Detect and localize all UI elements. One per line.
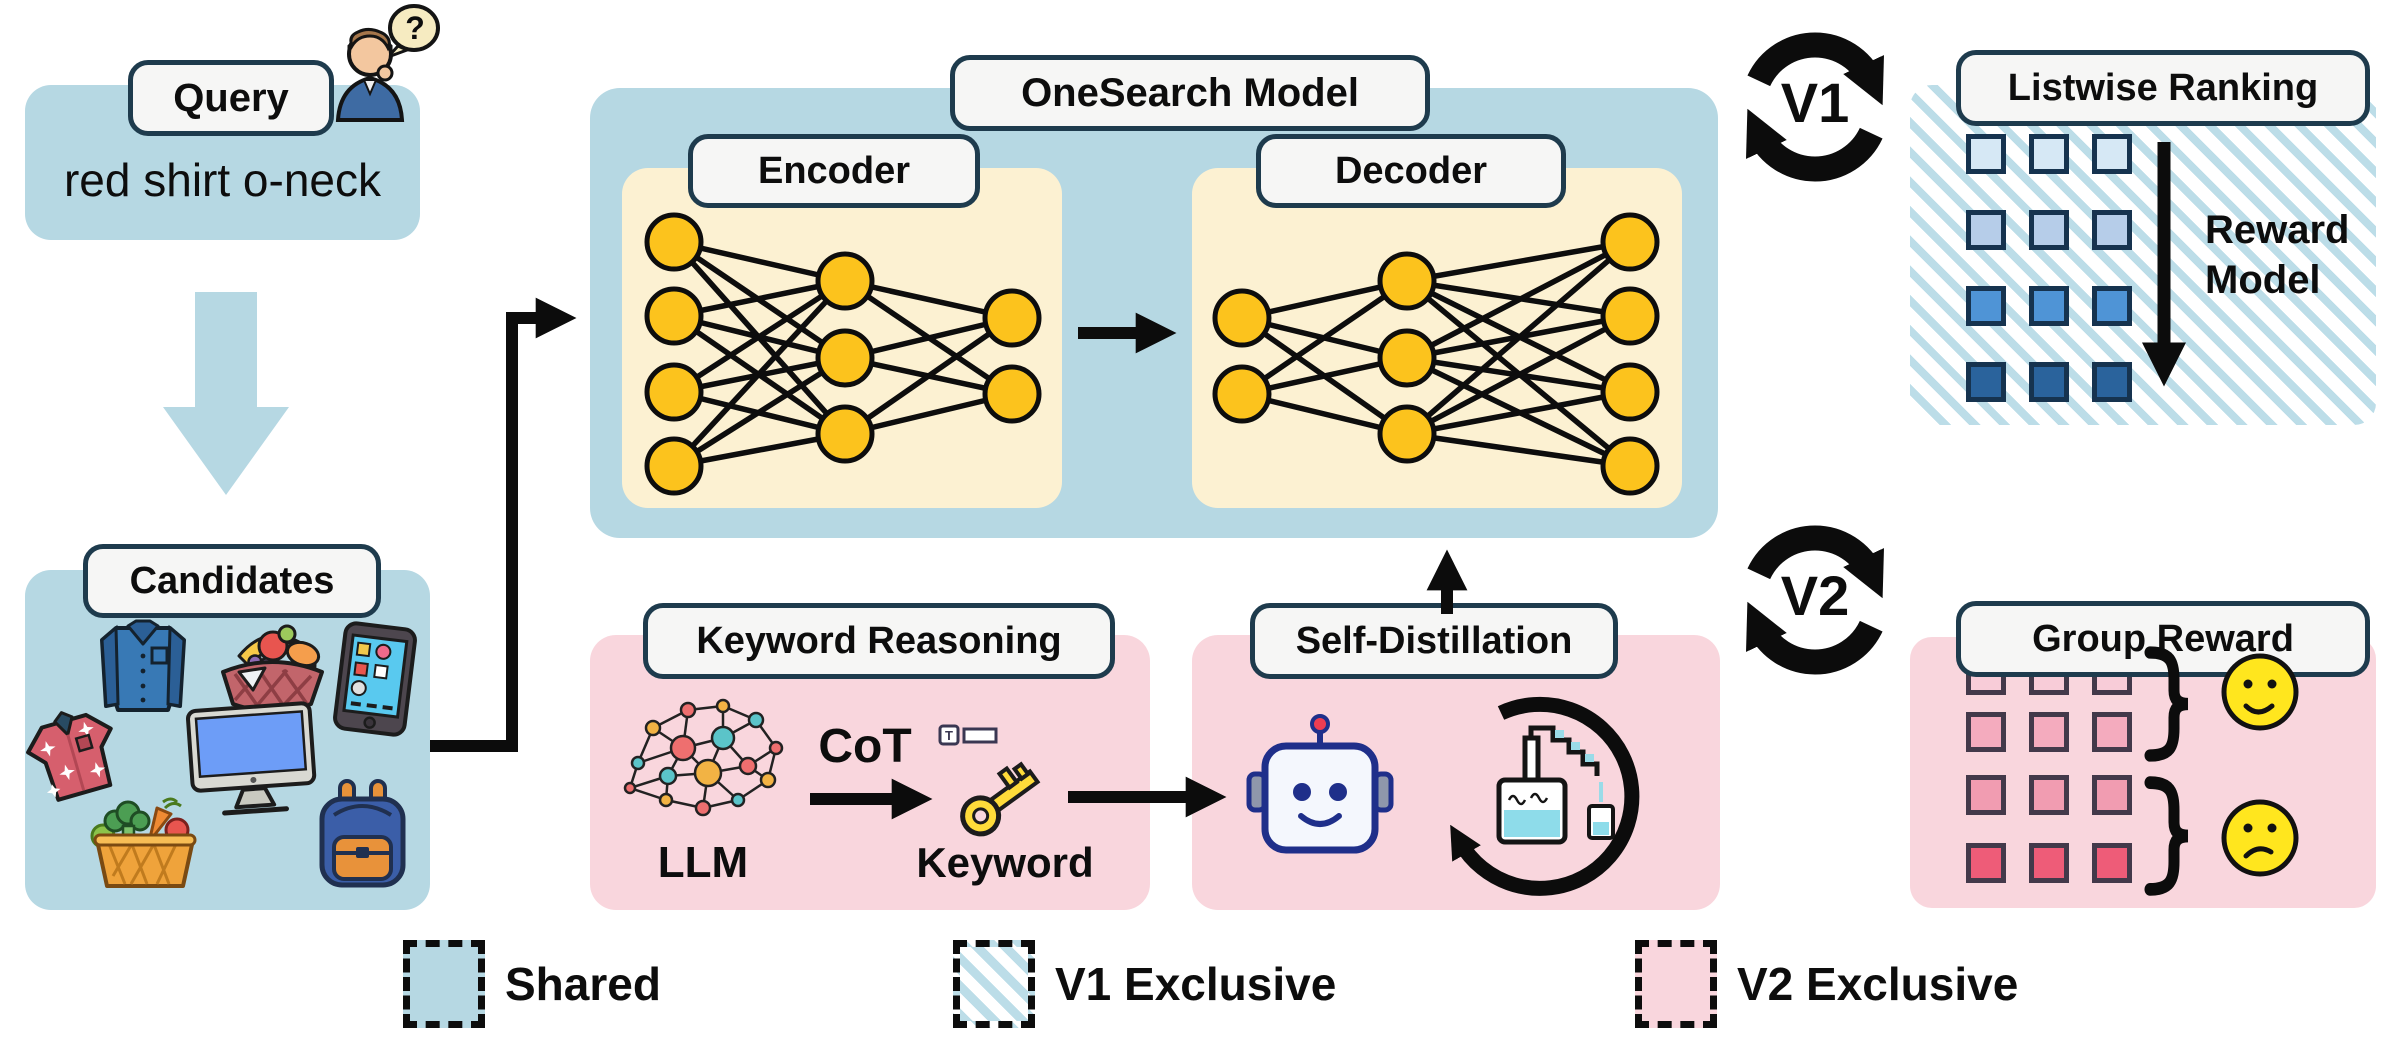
legend-label-v2-exclusive: V2 Exclusive: [1737, 940, 2018, 1028]
ranking-square: [2092, 134, 2132, 174]
ranking-square: [2092, 362, 2132, 402]
listwise-ranking-label: Listwise Ranking: [1956, 50, 2370, 126]
query-label-text: Query: [173, 75, 289, 120]
fruit-basket-icon: [221, 624, 324, 713]
legend-swatch-shared: [403, 940, 485, 1028]
v1-badge: V1: [1760, 70, 1870, 134]
person-question-icon: [335, 4, 440, 122]
ranking-square: [1966, 134, 2006, 174]
v1-badge-text: V1: [1780, 70, 1850, 134]
encoder-label-text: Encoder: [757, 149, 911, 192]
ranking-square: [2029, 712, 2069, 752]
legend-label-v2-exclusive-text: V2 Exclusive: [1737, 958, 2019, 1010]
query-label: Query: [128, 60, 334, 136]
cycle-v1-icon: [1746, 32, 1884, 182]
query-text-value: red shirt o-neck: [63, 154, 381, 206]
decoder-label: Decoder: [1256, 134, 1566, 208]
down-arrow-icon: [163, 292, 289, 495]
candidates-label: Candidates: [83, 544, 381, 618]
distillation-loop-icon: [1450, 696, 1640, 896]
ranking-square: [1966, 775, 2006, 815]
encoder-network-icon: [644, 212, 1042, 496]
dress-shirt-icon: [100, 619, 186, 712]
ranking-square: [2092, 843, 2132, 883]
ranking-square: [2029, 362, 2069, 402]
legend-label-v1-exclusive: V1 Exclusive: [1055, 940, 1336, 1028]
legend-swatch-v1-exclusive: [953, 940, 1035, 1028]
onesearch-label: OneSearch Model: [950, 55, 1430, 131]
hawaiian-shirt-icon: [26, 711, 113, 802]
candidates-to-model-arrow: [430, 312, 552, 752]
text-tag-icon: T: [938, 724, 998, 746]
ranking-square: [1966, 843, 2006, 883]
group-reward-label-text: Group Reward: [2032, 617, 2294, 660]
cot-label-text: CoT: [818, 719, 912, 773]
encoder-label: Encoder: [688, 134, 980, 208]
self-distillation-label-text: Self-Distillation: [1295, 619, 1573, 662]
ranking-square: [1966, 362, 2006, 402]
ranking-square: [2029, 134, 2069, 174]
ranking-square: [2029, 210, 2069, 250]
ranking-square: [2029, 843, 2069, 883]
ranking-square: [2092, 712, 2132, 752]
keyword-label: Keyword: [900, 838, 1110, 888]
decoder-network-icon: [1212, 212, 1660, 496]
llm-label-text: LLM: [657, 838, 749, 887]
listwise-ranking-label-text: Listwise Ranking: [2007, 66, 2319, 109]
backpack-icon: [319, 779, 406, 888]
ranking-square: [1966, 210, 2006, 250]
cot-label: CoT: [800, 718, 930, 774]
ranking-square: [2092, 775, 2132, 815]
question-mark-text: ?: [405, 9, 425, 46]
onesearch-label-text: OneSearch Model: [1021, 70, 1359, 115]
group-reward-grid-2: [1966, 775, 2132, 883]
v2-badge-text: V2: [1780, 563, 1850, 627]
ranking-square: [2092, 210, 2132, 250]
robot-icon: [1246, 714, 1394, 854]
legend-label-shared-text: Shared: [505, 958, 661, 1010]
llm-label: LLM: [628, 838, 778, 888]
self-distillation-label: Self-Distillation: [1250, 603, 1618, 679]
ranking-square: [1966, 286, 2006, 326]
legend-label-v1-exclusive-text: V1 Exclusive: [1055, 958, 1337, 1010]
group-reward-label: Group Reward: [1956, 601, 2370, 677]
keyword-reasoning-label-text: Keyword Reasoning: [696, 619, 1062, 662]
key-icon: T: [938, 724, 1041, 837]
candidates-label-text: Candidates: [129, 559, 335, 602]
legend-label-shared: Shared: [505, 940, 661, 1028]
ranking-square: [2029, 286, 2069, 326]
ranking-square: [1966, 712, 2006, 752]
smartphone-icon: [333, 621, 417, 737]
query-text: red shirt o-neck: [45, 140, 400, 220]
reward-model-label: Reward Model: [2205, 200, 2380, 310]
ranking-square: [2029, 775, 2069, 815]
legend-swatch-v2-exclusive: [1635, 940, 1717, 1028]
keyword-reasoning-panel: [590, 635, 1150, 910]
vegetable-basket-icon: [90, 797, 197, 888]
listwise-ranking-grid: [1966, 134, 2132, 402]
decoder-label-text: Decoder: [1334, 149, 1488, 192]
cycle-v2-icon: [1746, 525, 1884, 675]
v2-badge: V2: [1760, 563, 1870, 627]
brain-network-icon: [623, 698, 784, 817]
desktop-monitor-icon: [185, 701, 317, 816]
question-mark: ?: [399, 8, 431, 48]
svg-text:T: T: [945, 728, 953, 743]
keyword-label-text: Keyword: [916, 839, 1094, 886]
ranking-square: [2092, 286, 2132, 326]
keyword-reasoning-label: Keyword Reasoning: [643, 603, 1115, 679]
reward-model-label-text: Reward Model: [2205, 208, 2350, 302]
